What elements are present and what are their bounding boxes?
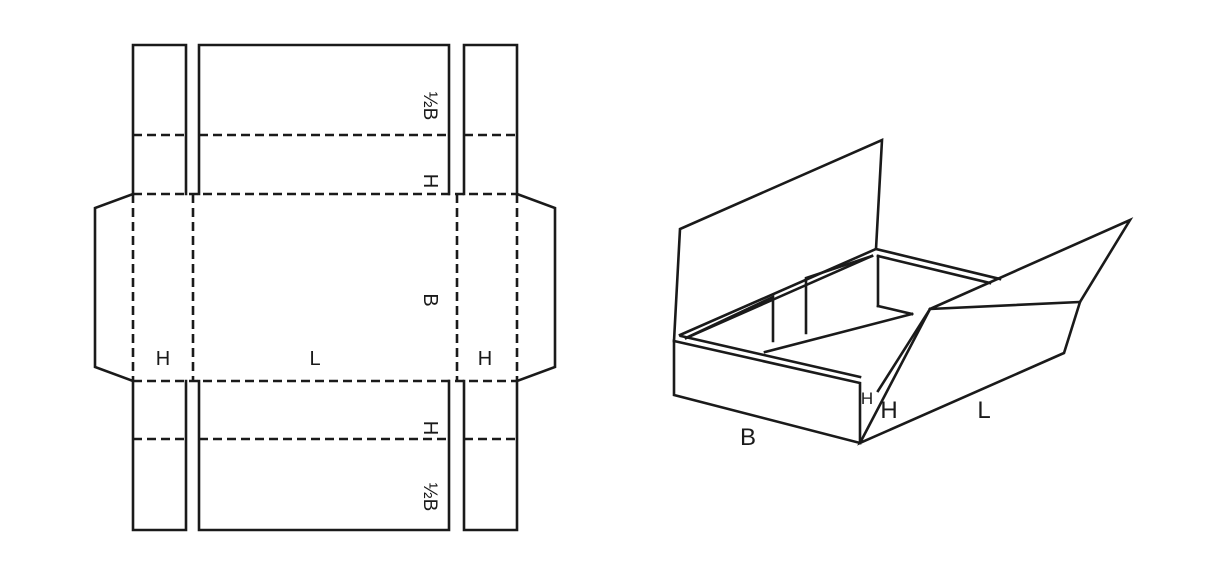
top-right-flap-outline [462, 43, 519, 196]
bottom-left-flap-outline [131, 379, 188, 532]
top-center-flap-outline [197, 43, 451, 196]
right-side-tab-outline [515, 192, 557, 383]
end-wall-top-edge [874, 247, 1002, 281]
bottom-center-flap-outline [197, 379, 451, 532]
box-breadth-label: B [740, 424, 756, 451]
side-lid-hinge-edge [876, 307, 932, 393]
front-wall-inner-top-edge [679, 334, 862, 379]
back-lid-flap [672, 137, 884, 343]
box-3d-illustration: B H H L [672, 137, 1134, 451]
box-length-label: L [977, 397, 990, 424]
left-side-tab-outline [93, 192, 135, 383]
end-wall-inner-edge [876, 254, 992, 285]
box-lid-height-label: H [880, 397, 897, 424]
floor-back-edge [876, 304, 914, 316]
bottom-flap-half-breadth-label: ½B [419, 483, 440, 512]
top-flap-height-label: H [419, 174, 441, 188]
center-divider-floor-edge [763, 312, 914, 354]
center-divider-left [684, 294, 775, 343]
box-front-height-label: H [861, 389, 873, 408]
flat-breadth-label: B [419, 293, 441, 306]
bottom-flap-height-label: H [419, 421, 441, 435]
bottom-right-flap-outline [462, 379, 519, 532]
side-lid-top-flap [928, 217, 1134, 311]
back-wall-top-edge [678, 247, 878, 337]
flat-right-height-label: H [478, 348, 492, 370]
top-left-flap-outline [131, 43, 188, 196]
flat-length-label: L [309, 348, 320, 370]
flat-left-height-label: H [156, 348, 170, 370]
top-flap-half-breadth-label: ½B [419, 92, 440, 121]
flat-die-cut-layout: H L H B H ½B H ½B [93, 43, 557, 532]
center-divider-right [804, 254, 874, 335]
